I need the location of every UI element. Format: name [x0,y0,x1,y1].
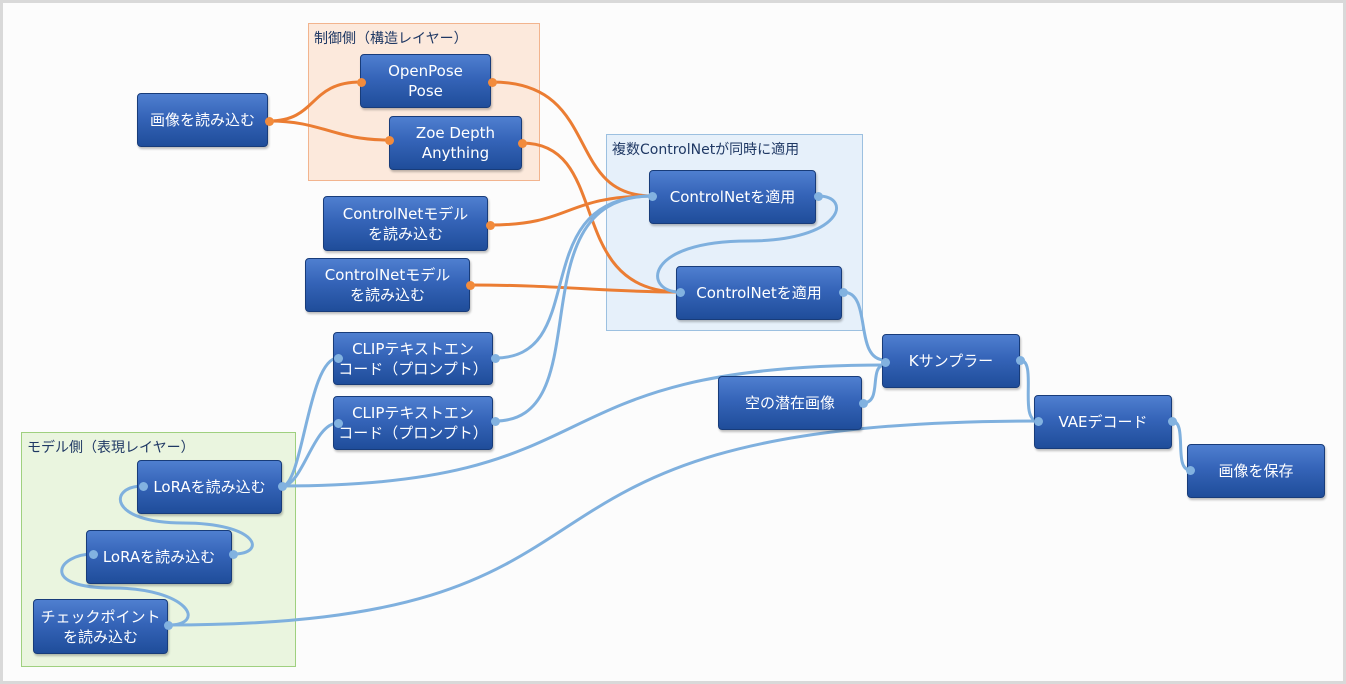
port-clip2-out[interactable] [490,416,500,426]
save-image-label: 画像を保存 [1218,462,1294,480]
controlnet-loader-1-label: ControlNetモデル を読み込む [342,204,469,243]
port-apply1-out[interactable] [813,191,823,201]
port-clip1-in[interactable] [333,353,343,363]
lora-loader-1-label: LoRAを読み込む [153,478,266,496]
controlnet-loader-node-2[interactable]: ControlNetモデル を読み込む [305,258,470,312]
port-lora1-out[interactable] [277,481,287,491]
wire-image-to-zoedepth [267,119,391,142]
clip-text-encode-node-1[interactable]: CLIPテキストエン コード（プロンプト） [333,332,493,385]
clip-text-encode-1-label: CLIPテキストエン コード（プロンプト） [338,339,488,378]
ksampler-label: Kサンプラー [908,352,994,370]
checkpoint-loader-label: チェックポイント を読み込む [40,607,161,646]
port-zoedepth-out[interactable] [517,138,527,148]
workflow-canvas: 制御側（構造レイヤー） 複数ControlNetが同時に適用 モデル側（表現レイ… [3,3,1343,681]
port-ckpt-out[interactable] [163,620,173,630]
wire-lora1-to-ksampler [280,363,887,488]
ksampler-node[interactable]: Kサンプラー [882,334,1020,388]
model-side-group-label: モデル側（表現レイヤー） [27,440,195,456]
connection-wires [60,80,1192,627]
lora-loader-node-1[interactable]: LoRAを読み込む [137,460,282,514]
port-lora1-in[interactable] [138,481,148,491]
port-lora2-out[interactable] [228,549,238,559]
port-zoedepth-in[interactable] [384,135,394,145]
port-openpose-out[interactable] [487,77,497,87]
controlnet-loader-2-label: ControlNetモデル を読み込む [324,266,451,304]
control-side-group-label: 制御側（構造レイヤー） [314,31,468,47]
vae-decode-label: VAEデコード [1058,413,1148,431]
wire-lora1-to-clip1 [280,356,340,488]
wire-cnloader1-to-apply1 [488,194,654,227]
port-cnloader1-out[interactable] [485,220,495,230]
zoe-depth-node-label: Zoe Depth Anything [415,124,496,162]
lora-loader-node-2[interactable]: LoRAを読み込む [86,530,232,584]
wire-openpose-to-apply1 [490,80,654,198]
apply-controlnet-node-1[interactable]: ControlNetを適用 [649,170,816,224]
port-ksampler-in[interactable] [880,357,890,367]
wire-ckpt-to-vaedecode [166,419,1040,627]
port-clip1-out[interactable] [490,353,500,363]
apply-controlnet-1-label: ControlNetを適用 [669,188,796,206]
port-lora2-in[interactable] [88,549,98,559]
port-apply2-in[interactable] [675,287,685,297]
port-clip2-in[interactable] [333,418,343,428]
port-vaedecode-out[interactable] [1167,416,1177,426]
port-apply1-in[interactable] [647,191,657,201]
port-vaedecode-in[interactable] [1033,416,1043,426]
port-cnloader2-out[interactable] [465,280,475,290]
empty-latent-node[interactable]: 空の潜在画像 [718,376,862,430]
controlnet-loader-node-1[interactable]: ControlNetモデル を読み込む [323,196,488,251]
save-image-node[interactable]: 画像を保存 [1187,444,1325,498]
zoe-depth-node[interactable]: Zoe Depth Anything [389,116,522,170]
openpose-node[interactable]: OpenPose Pose [360,54,491,108]
wire-lora2-to-lora1 [118,484,254,556]
multi-controlnet-group-label: 複数ControlNetが同時に適用 [612,142,800,158]
port-apply2-out[interactable] [838,287,848,297]
openpose-node-label: OpenPose Pose [388,62,463,100]
wire-clip2-to-apply1 [493,194,654,423]
load-image-node[interactable]: 画像を読み込む [137,93,268,147]
clip-text-encode-2-label: CLIPテキストエン コード（プロンプト） [338,404,488,442]
port-load-image-out[interactable] [264,116,274,126]
load-image-node-label: 画像を読み込む [149,111,255,129]
wire-cnloader2-to-apply2 [468,283,682,294]
wire-image-to-openpose [267,80,363,123]
wire-lora1-to-clip2 [280,421,340,488]
wire-apply1-to-apply2 [656,194,838,294]
lora-loader-2-label: LoRAを読み込む [102,548,216,566]
port-save-in[interactable] [1185,465,1195,475]
checkpoint-loader-node[interactable]: チェックポイント を読み込む [33,599,168,654]
apply-controlnet-2-label: ControlNetを適用 [696,284,822,302]
vae-decode-node[interactable]: VAEデコード [1034,395,1172,449]
apply-controlnet-node-2[interactable]: ControlNetを適用 [676,266,842,320]
port-openpose-in[interactable] [356,77,366,87]
wire-apply2-to-ksampler [841,290,887,362]
clip-text-encode-node-2[interactable]: CLIPテキストエン コード（プロンプト） [333,396,493,450]
wire-ckpt-to-lora2 [60,552,190,627]
empty-latent-label: 空の潜在画像 [744,394,835,412]
port-emptylatent-out[interactable] [858,398,868,408]
port-ksampler-out[interactable] [1015,355,1025,365]
